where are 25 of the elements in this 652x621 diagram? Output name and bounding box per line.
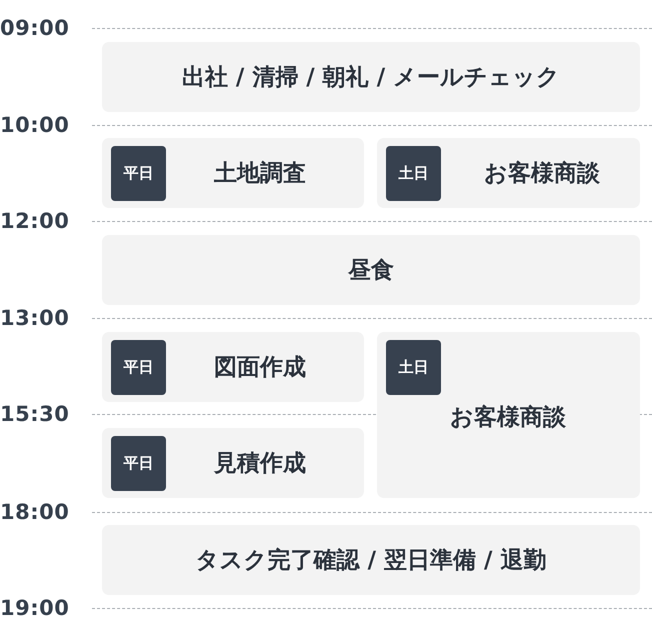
activity-label: 図面作成 [214,354,306,382]
time-label: 19:00 [0,596,70,620]
time-label: 12:00 [0,209,70,233]
activity-label: タスク完了確認 / 翌日準備 / 退勤 [196,546,546,576]
schedule-box [102,332,364,402]
day-badge: 土日 [386,146,441,201]
activity-label: 土地調査 [214,160,306,188]
day-badge: 平日 [111,146,166,201]
activity-label: お客様商談 [450,404,566,432]
schedule-box [102,428,364,498]
activity-label: お客様商談 [484,160,600,188]
activity-label: 出社 / 清掃 / 朝礼 / メールチェック [182,64,560,92]
schedule-box [377,332,640,498]
activity-label: 昼食 [348,256,394,286]
time-label: 09:00 [0,16,70,40]
day-badge: 土日 [386,340,441,395]
time-label: 10:00 [0,113,70,137]
time-label: 15:30 [0,402,70,426]
day-badge: 平日 [111,436,166,491]
time-label: 18:00 [0,500,70,524]
schedule-box [377,138,640,208]
schedule-box [102,138,364,208]
activity-label: 見積作成 [214,450,306,478]
time-label: 13:00 [0,306,70,330]
day-badge: 平日 [111,340,166,395]
